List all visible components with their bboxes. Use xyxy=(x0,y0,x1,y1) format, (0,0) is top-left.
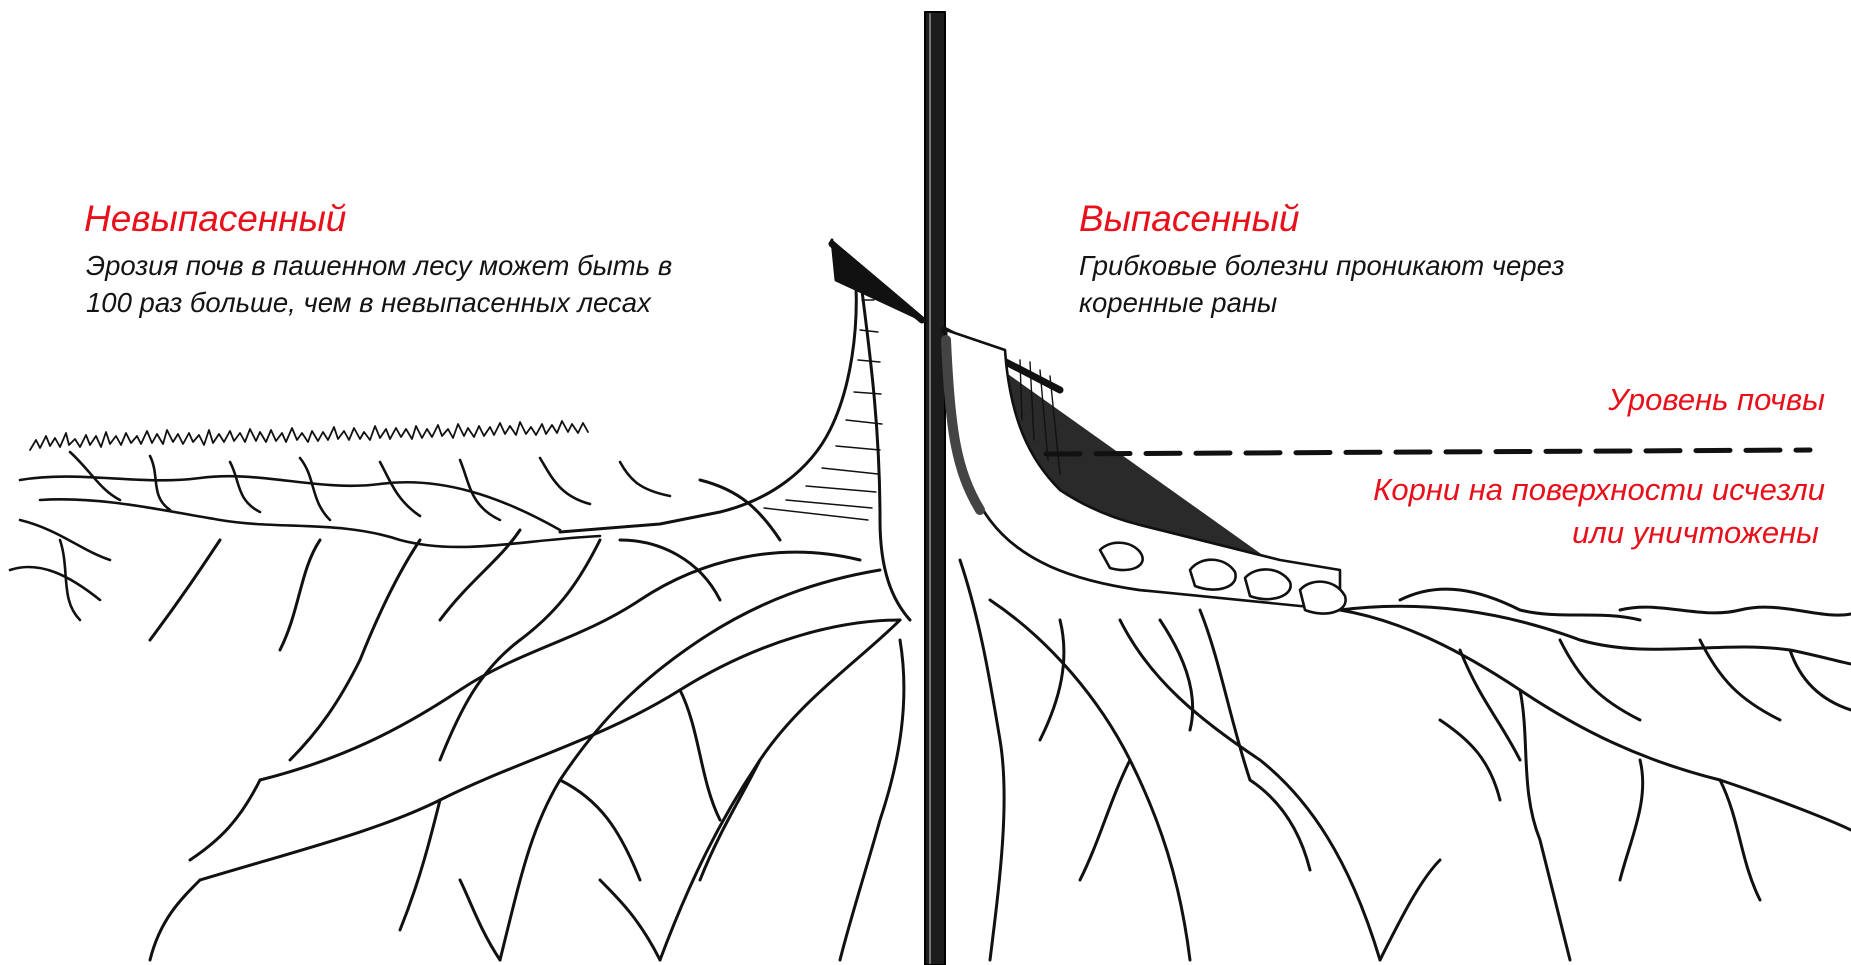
divider-post xyxy=(925,12,945,965)
left-panel-title: Невыпасенный xyxy=(84,197,346,241)
left-panel-caption-line1: Эрозия почв в пашенном лесу может быть в xyxy=(86,248,672,284)
roots-destroyed-label-line1: Корни на поверхности исчезли xyxy=(1373,468,1825,511)
right-panel-caption-line1: Грибковые болезни проникают через xyxy=(1079,248,1564,284)
right-panel-title: Выпасенный xyxy=(1079,197,1299,241)
left-grass xyxy=(30,421,588,450)
roots-destroyed-label-line2: или уничтожены xyxy=(1572,511,1819,554)
right-panel-caption-line2: коренные раны xyxy=(1079,285,1277,321)
left-surface-roots xyxy=(10,452,670,620)
soil-level-line xyxy=(1046,450,1810,454)
left-panel-caption-line2: 100 раз больше, чем в невыпасенных лесах xyxy=(86,285,651,321)
soil-level-label: Уровень почвы xyxy=(1608,378,1825,421)
left-deep-roots xyxy=(150,480,904,960)
right-stump xyxy=(944,330,1346,614)
right-roots xyxy=(960,560,1851,960)
